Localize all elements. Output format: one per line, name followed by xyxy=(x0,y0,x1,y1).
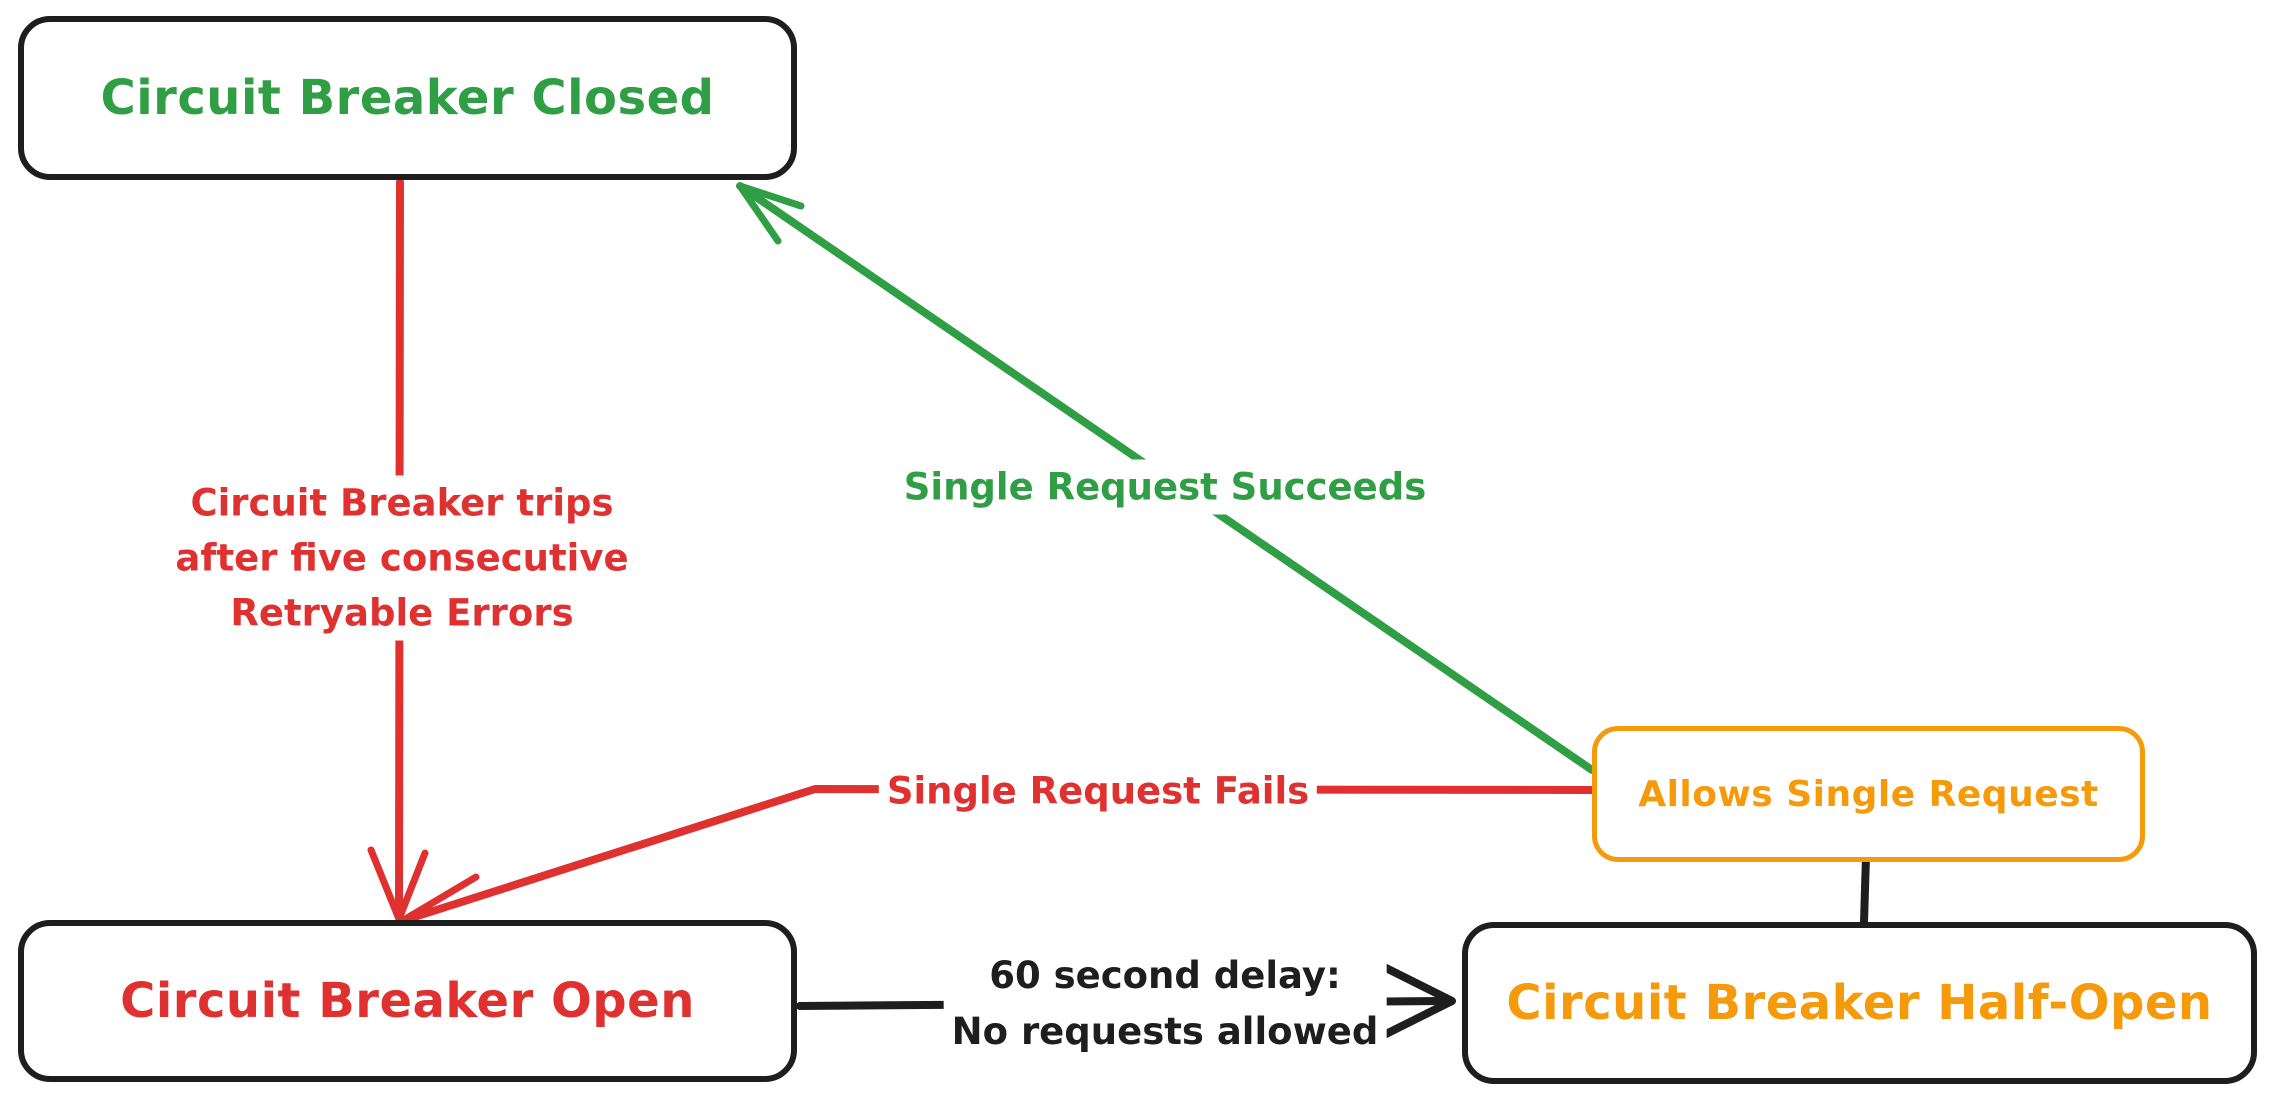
arrowhead-right-icon xyxy=(1370,959,1456,1044)
arrowhead-up-left-icon xyxy=(736,182,805,245)
node-circuit-breaker-closed-label: Circuit Breaker Closed xyxy=(100,70,715,126)
node-allows-single-request: Allows Single Request xyxy=(1592,726,2145,862)
node-circuit-breaker-half-open-label: Circuit Breaker Half-Open xyxy=(1506,975,2213,1031)
node-circuit-breaker-half-open: Circuit Breaker Half-Open xyxy=(1462,922,2257,1084)
edge-label-trip-line-1: Circuit Breaker trips xyxy=(190,481,614,525)
edge-label-trip: Circuit Breaker trips after five consecu… xyxy=(167,475,637,641)
node-allows-single-request-label: Allows Single Request xyxy=(1638,773,2099,815)
edge-label-delay: 60 second delay: No requests allowed xyxy=(943,948,1387,1060)
edge-half-open-link xyxy=(1860,852,1870,926)
node-circuit-breaker-open: Circuit Breaker Open xyxy=(18,920,797,1082)
edge-label-delay-line-1: 60 second delay: xyxy=(989,954,1341,997)
edge-label-delay-line-2: No requests allowed xyxy=(951,1010,1379,1053)
node-circuit-breaker-open-label: Circuit Breaker Open xyxy=(120,973,695,1029)
edge-label-trip-line-2: after five consecutive xyxy=(175,536,629,580)
edge-label-fail: Single Request Fails xyxy=(878,763,1318,819)
edge-label-succeed: Single Request Succeeds xyxy=(895,459,1435,515)
node-circuit-breaker-closed: Circuit Breaker Closed xyxy=(18,16,797,180)
edge-label-trip-line-3: Retryable Errors xyxy=(230,591,574,635)
